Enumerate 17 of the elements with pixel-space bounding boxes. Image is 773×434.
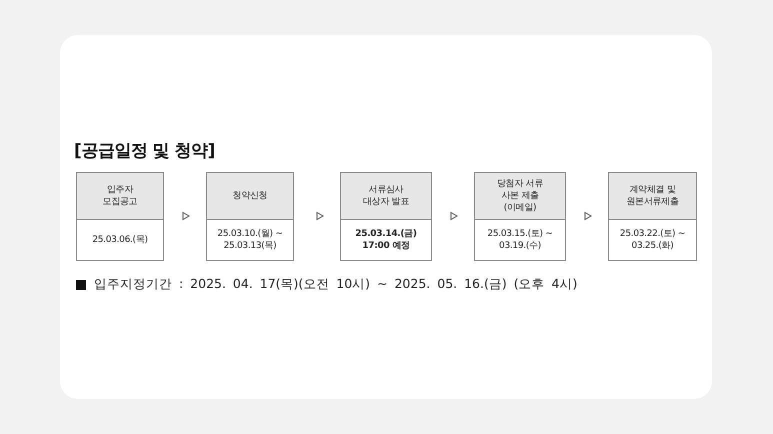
step-box bbox=[340, 172, 432, 261]
step-date: 25.03.06.(목) bbox=[92, 234, 148, 246]
step-date: 25.03.10.(월) ~ 25.03.13(목) bbox=[216, 228, 284, 252]
step-date: 25.03.22.(토) ~ 03.25.(화) bbox=[618, 228, 686, 252]
step-title: 서류심사 대상자 발표 bbox=[362, 184, 410, 208]
step-box bbox=[474, 172, 566, 261]
step-title: 입주자 모집공고 bbox=[102, 184, 138, 208]
title: [공급일정 및 청약] bbox=[74, 140, 215, 162]
step-date: 25.03.14.(금) 17:00 예정 bbox=[354, 228, 418, 252]
step-date: 25.03.15.(토) ~ 03.19.(수) bbox=[486, 228, 554, 252]
step-box bbox=[608, 172, 697, 261]
step-title: 청약신청 bbox=[232, 190, 268, 202]
step-box bbox=[206, 172, 294, 261]
step-box bbox=[76, 172, 164, 261]
note-text: 입주지정기간 : 2025. 04. 17(목)(오전 10시) ~ 2025. 05. 16.(금) (오후 4시) bbox=[94, 276, 578, 293]
step-title: 당첨자 서류 사본 제출 (이메일) bbox=[496, 178, 544, 214]
step-title: 계약체결 및 원본서류제출 bbox=[625, 184, 680, 208]
